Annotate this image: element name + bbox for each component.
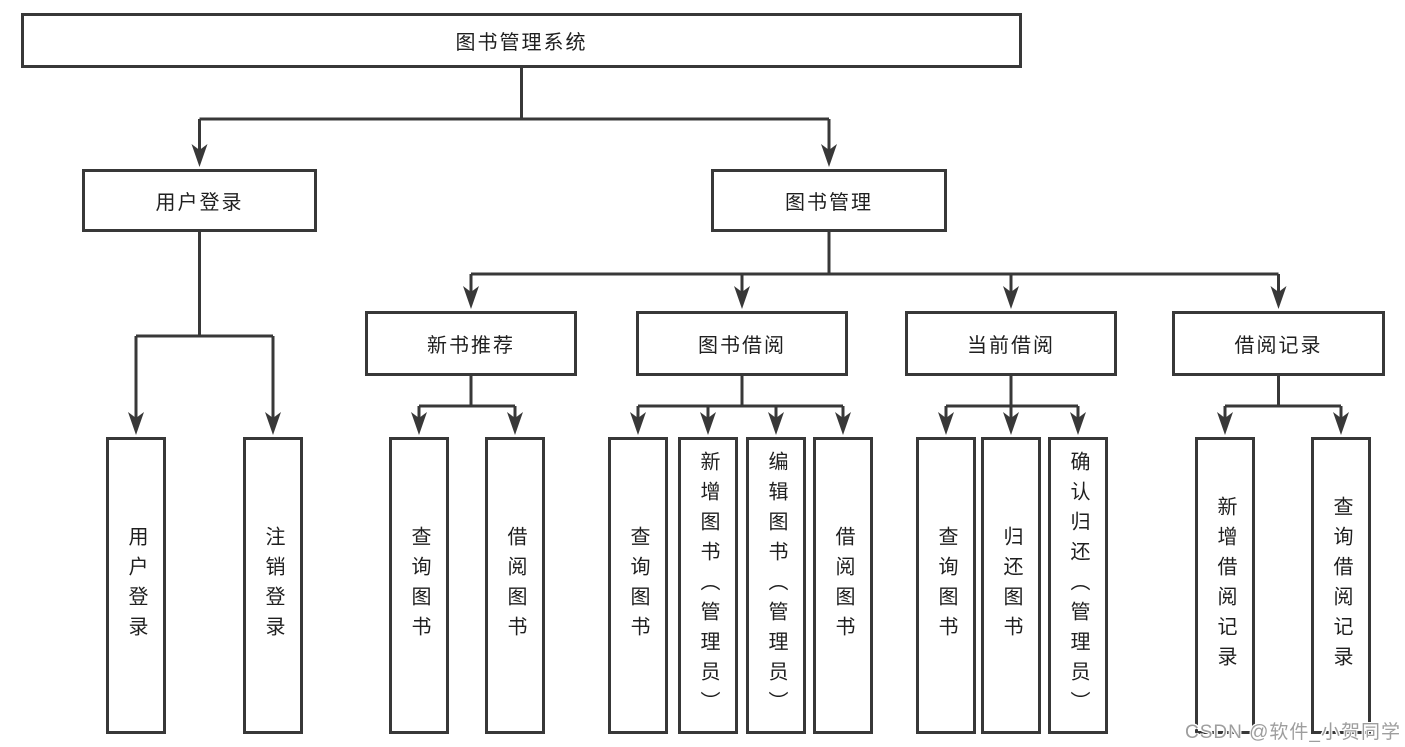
node-book-borrow-label: 图书借阅 xyxy=(698,335,786,357)
leaf-add-borrow-record: 新增借阅记录 xyxy=(1195,437,1255,734)
leaf-confirm-return-admin: 确认归还（管理员） xyxy=(1048,437,1108,734)
leaf-query-borrow-record-label: 查询借阅记录 xyxy=(1330,495,1352,676)
node-root: 图书管理系统 xyxy=(21,13,1022,68)
leaf-user-login-label: 用户登录 xyxy=(125,525,147,646)
leaf-query-books-recommend: 查询图书 xyxy=(389,437,449,734)
csdn-watermark: CSDN @软件_小贺同学 xyxy=(1185,722,1401,743)
node-user-login: 用户登录 xyxy=(82,169,317,232)
node-new-book-recommend: 新书推荐 xyxy=(365,311,577,376)
leaf-query-borrow-record: 查询借阅记录 xyxy=(1311,437,1371,734)
leaf-query-books-borrow-label: 查询图书 xyxy=(627,525,649,646)
leaf-borrow-books-recommend: 借阅图书 xyxy=(485,437,545,734)
leaf-return-book-label: 归还图书 xyxy=(1000,525,1022,646)
leaf-borrow-books: 借阅图书 xyxy=(813,437,873,734)
node-borrow-records-label: 借阅记录 xyxy=(1234,335,1323,357)
leaf-add-book-admin: 新增图书（管理员） xyxy=(678,437,738,734)
node-book-management-label: 图书管理 xyxy=(785,192,873,214)
node-root-label: 图书管理系统 xyxy=(455,32,588,54)
leaf-borrow-books-recommend-label: 借阅图书 xyxy=(504,525,526,646)
node-current-borrow-label: 当前借阅 xyxy=(967,335,1055,357)
node-current-borrow: 当前借阅 xyxy=(905,311,1117,376)
leaf-query-books-recommend-label: 查询图书 xyxy=(408,525,430,646)
leaf-user-login: 用户登录 xyxy=(106,437,166,734)
leaf-return-book: 归还图书 xyxy=(981,437,1041,734)
leaf-edit-book-admin-label: 编辑图书（管理员） xyxy=(765,450,787,721)
leaf-borrow-books-label: 借阅图书 xyxy=(832,525,854,646)
node-user-login-label: 用户登录 xyxy=(155,192,244,214)
leaf-query-books-current: 查询图书 xyxy=(916,437,976,734)
leaf-confirm-return-admin-label: 确认归还（管理员） xyxy=(1067,450,1089,721)
leaf-add-book-admin-label: 新增图书（管理员） xyxy=(697,450,719,721)
node-book-management: 图书管理 xyxy=(711,169,947,232)
node-borrow-records: 借阅记录 xyxy=(1172,311,1385,376)
leaf-edit-book-admin: 编辑图书（管理员） xyxy=(746,437,806,734)
leaf-logout: 注销登录 xyxy=(243,437,303,734)
leaf-query-books-borrow: 查询图书 xyxy=(608,437,668,734)
node-book-borrow: 图书借阅 xyxy=(636,311,848,376)
leaf-logout-label: 注销登录 xyxy=(262,525,284,646)
node-new-book-recommend-label: 新书推荐 xyxy=(427,335,515,357)
leaf-query-books-current-label: 查询图书 xyxy=(935,525,957,646)
leaf-add-borrow-record-label: 新增借阅记录 xyxy=(1214,495,1236,676)
